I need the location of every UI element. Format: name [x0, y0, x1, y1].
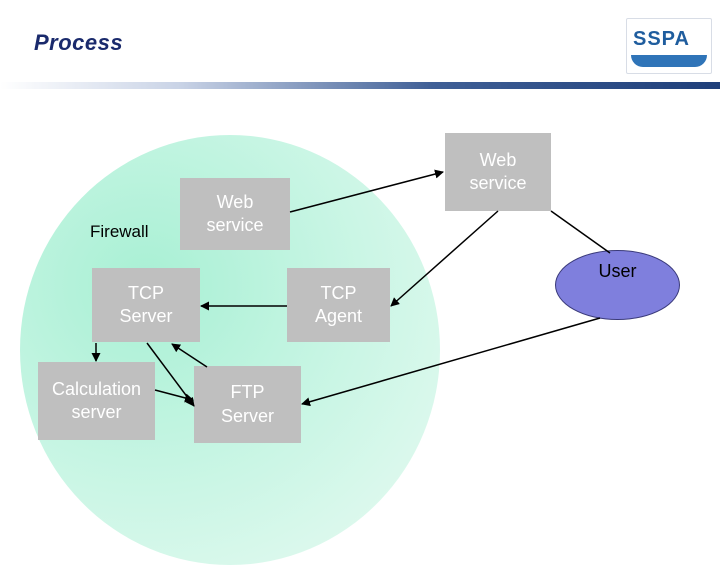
- logo-swoosh-icon: [631, 55, 707, 67]
- calculation-server-node: Calculation server: [38, 362, 155, 440]
- slide-title: Process: [34, 30, 124, 55]
- arrow-tcp-server-to-ftp-server: [146, 342, 195, 407]
- tcp-server-label: TCP Server: [119, 282, 173, 326]
- connector-layer: [91, 169, 611, 407]
- tcp-server-node: TCP Server: [92, 268, 200, 342]
- arrow-user-to-ftp-server: [301, 317, 601, 407]
- ftp-server-node: FTP Server: [194, 366, 301, 443]
- arrow-web-outer-to-tcp-agent: [390, 210, 499, 307]
- web-service-inner-node: Web service: [180, 178, 290, 250]
- arrow-calc-server-to-ftp-server: [154, 389, 194, 403]
- web-service-inner-label: Web service: [206, 191, 264, 235]
- logo-text: SSPA: [633, 28, 690, 50]
- ftp-server-label: FTP Server: [220, 382, 274, 426]
- line-web-outer-to-user: [550, 210, 611, 254]
- tcp-agent-node: TCP Agent: [287, 268, 390, 342]
- web-service-outer-label: Web service: [469, 149, 527, 193]
- header-divider: [0, 82, 720, 89]
- web-service-outer-node: Web service: [445, 133, 551, 211]
- calculation-server-label: Calculation server: [51, 378, 142, 422]
- tcp-agent-label: TCP Agent: [314, 282, 363, 326]
- arrow-web-inner-to-web-outer: [289, 169, 444, 213]
- firewall-label: Firewall: [90, 222, 149, 241]
- sspa-logo: SSPA: [626, 18, 712, 74]
- user-node: User: [555, 250, 680, 320]
- user-label: User: [598, 261, 637, 281]
- arrow-ftp-server-to-tcp-server: [171, 343, 208, 368]
